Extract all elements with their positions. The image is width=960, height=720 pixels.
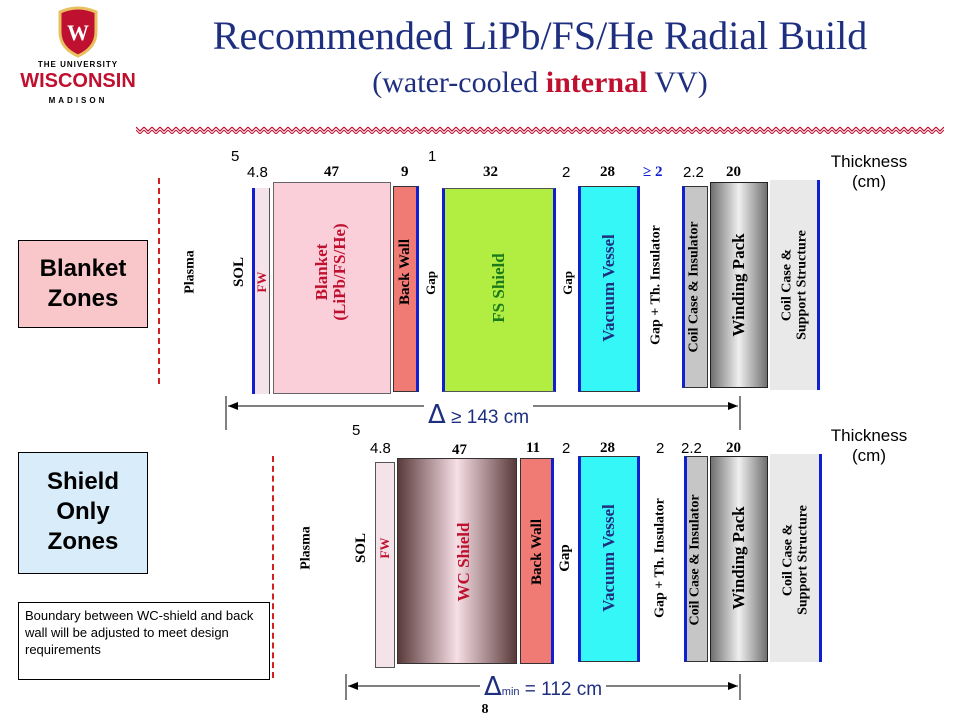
blanket-zones-label-line-1: Blanket bbox=[39, 255, 127, 282]
blanket-fs-shield-thickness: 32 bbox=[483, 164, 498, 180]
shield-wc-shield-label: WC Shield bbox=[454, 522, 474, 602]
blanket-breeding-label-line-2: (LiPb/FS/He) bbox=[330, 223, 349, 321]
blanket-thickness-caption-line-1: Thickness bbox=[830, 152, 908, 171]
blanket-fs-shield-layer bbox=[442, 188, 556, 392]
shield-wc-shield-thickness: 47 bbox=[452, 442, 467, 458]
shield-zones-label-line-3: Zones bbox=[47, 528, 119, 555]
blanket-winding-pack-label: Winding Pack bbox=[729, 233, 749, 337]
logo-line-2: WISCONSIN bbox=[20, 70, 136, 92]
blanket-dimension-value: 143 cm bbox=[461, 407, 530, 428]
blanket-vacuum-vessel-layer bbox=[578, 186, 640, 392]
shield-plasma-label: Plasma bbox=[298, 526, 314, 570]
shield-back-wall-layer bbox=[520, 458, 554, 664]
university-crest-icon: W bbox=[58, 6, 98, 58]
shield-vacuum-vessel-label: Vacuum Vessel bbox=[599, 504, 619, 612]
shield-coil-case-insulator-layer bbox=[684, 456, 708, 662]
crest-letter: W bbox=[67, 20, 89, 45]
blanket-coil-case-insulator-layer bbox=[682, 186, 708, 388]
shield-gap-label: Gap bbox=[557, 544, 574, 572]
shield-support-label-line-2: Support Structure bbox=[795, 505, 810, 615]
blanket-coil-case-thickness: 2.2 bbox=[683, 164, 704, 181]
blanket-winding-pack-thickness: 20 bbox=[726, 164, 741, 180]
blanket-breeding-thickness: 47 bbox=[324, 164, 339, 180]
blanket-thickness-caption: Thickness (cm) bbox=[814, 152, 924, 192]
blanket-fw-thickness: 4.8 bbox=[247, 164, 268, 181]
shield-first-wall-layer bbox=[375, 462, 395, 668]
shield-thickness-caption-line-2: (cm) bbox=[852, 446, 886, 465]
university-logo: W THE UNIVERSITY WISCONSIN MADISON bbox=[16, 6, 140, 108]
blanket-gap-insulator-label: Gap + Th. Insulator bbox=[648, 225, 664, 345]
blanket-support-label-line-2: Support Structure bbox=[794, 230, 809, 340]
shield-winding-pack-thickness: 20 bbox=[726, 440, 741, 456]
blanket-gap-1-thickness: 1 bbox=[428, 148, 437, 165]
blanket-dimension-label: Δ ≥ 143 cm bbox=[424, 400, 534, 430]
design-note-box: Boundary between WC-shield and back wall… bbox=[18, 602, 270, 680]
shield-back-wall-label: Back Wall bbox=[529, 519, 546, 585]
shield-thickness-caption: Thickness (cm) bbox=[814, 426, 924, 466]
blanket-plasma-label: Plasma bbox=[182, 250, 198, 294]
shield-gap-thickness: 2 bbox=[562, 440, 571, 457]
blanket-sol-label: SOL bbox=[231, 256, 248, 288]
subtitle-prefix: (water-cooled bbox=[372, 66, 546, 99]
blanket-plasma-boundary bbox=[158, 178, 160, 384]
blanket-zones-label-line-2: Zones bbox=[47, 285, 119, 312]
page-number: 8 bbox=[481, 702, 489, 717]
blanket-vacuum-vessel-thickness: 28 bbox=[600, 164, 615, 180]
blanket-gap-2-label: Gap bbox=[560, 271, 576, 295]
shield-gap-insulator-thickness: 2 bbox=[656, 440, 665, 457]
blanket-support-label-line-1: Coil Case & bbox=[779, 248, 795, 322]
logo-line-3: MADISON bbox=[48, 96, 108, 105]
shield-zones-label-line-1: Shield bbox=[46, 468, 119, 495]
shield-fw-thickness: 4.8 bbox=[370, 440, 391, 457]
blanket-gap-1-label: Gap bbox=[423, 271, 439, 295]
shield-wc-shield-layer bbox=[397, 458, 517, 664]
page-title: Recommended LiPb/FS/He Radial Build bbox=[212, 13, 868, 58]
shield-only-zones-box: Shield Only Zones bbox=[18, 452, 148, 574]
blanket-vacuum-vessel-label: Vacuum Vessel bbox=[599, 234, 619, 342]
shield-sol-label: SOL bbox=[353, 532, 370, 564]
shield-vacuum-vessel-thickness: 28 bbox=[600, 440, 615, 456]
shield-thickness-caption-line-1: Thickness bbox=[830, 426, 908, 445]
shield-dimension-value: = 112 cm bbox=[519, 679, 603, 700]
blanket-breeding-label-line-1: Blanket bbox=[312, 243, 332, 301]
shield-sol-thickness: 5 bbox=[352, 422, 361, 439]
blanket-gap-2-thickness: 2 bbox=[562, 164, 571, 181]
subtitle-suffix: VV) bbox=[647, 66, 708, 99]
blanket-support-structure-label: Coil Case & Support Structure bbox=[779, 230, 809, 340]
shield-zones-label-line-2: Only bbox=[56, 498, 110, 525]
shield-gap-insulator-label: Gap + Th. Insulator bbox=[652, 498, 668, 618]
shield-support-structure-label: Coil Case & Support Structure bbox=[780, 505, 810, 615]
shield-support-structure-layer bbox=[770, 454, 822, 662]
shield-winding-pack-layer bbox=[710, 456, 768, 662]
blanket-zones-box: Blanket Zones bbox=[18, 240, 148, 328]
blanket-first-wall-layer bbox=[252, 188, 270, 394]
blanket-breeding-layer bbox=[273, 182, 391, 394]
blanket-gap-insulator-thickness: ≥ 2 bbox=[643, 164, 663, 180]
blanket-winding-pack-layer bbox=[710, 182, 768, 388]
blanket-back-wall-thickness: 9 bbox=[401, 164, 409, 180]
blanket-coil-case-insulator-label: Coil Case & Insulator bbox=[686, 221, 702, 353]
blanket-fs-shield-label: FS Shield bbox=[489, 253, 509, 323]
blanket-back-wall-layer bbox=[393, 186, 419, 392]
blanket-sol-thickness: 5 bbox=[231, 148, 240, 165]
shield-dimension-subscript: min bbox=[501, 686, 520, 698]
shield-back-wall-thickness: 11 bbox=[526, 440, 541, 456]
shield-coil-case-thickness: 2.2 bbox=[681, 440, 702, 457]
shield-dimension-label: Δmin = 112 cm bbox=[480, 672, 607, 702]
blanket-thickness-caption-line-2: (cm) bbox=[852, 172, 886, 191]
shield-winding-pack-label: Winding Pack bbox=[729, 506, 749, 610]
shield-fw-label: FW bbox=[377, 537, 393, 559]
decorative-wavy-divider bbox=[136, 124, 944, 134]
shield-coil-case-insulator-label: Coil Case & Insulator bbox=[687, 494, 703, 626]
blanket-fw-label: FW bbox=[254, 271, 270, 293]
subtitle-highlight: internal bbox=[545, 66, 648, 99]
blanket-support-structure-layer bbox=[770, 180, 820, 390]
logo-line-1: THE UNIVERSITY bbox=[37, 60, 119, 69]
blanket-back-wall-label: Back Wall bbox=[397, 239, 414, 305]
shield-support-label-line-1: Coil Case & bbox=[780, 523, 796, 597]
shield-plasma-boundary bbox=[272, 456, 274, 678]
page-subtitle: (water-cooled internal VV) bbox=[140, 66, 940, 100]
shield-vacuum-vessel-layer bbox=[578, 456, 640, 662]
blanket-breeding-label: Blanket (LiPb/FS/He) bbox=[312, 223, 349, 321]
